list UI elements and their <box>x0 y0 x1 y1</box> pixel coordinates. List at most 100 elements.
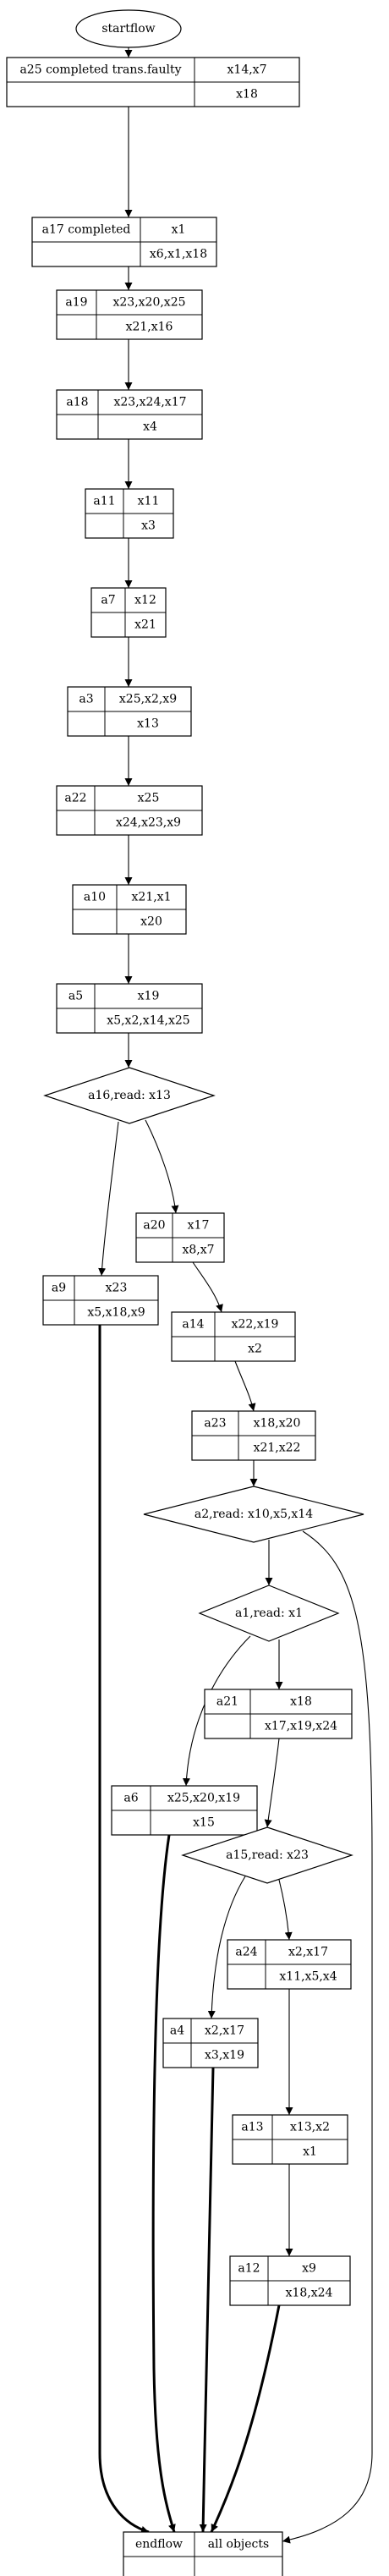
activity-node-label: a25 completed trans.faulty <box>19 63 181 77</box>
activity-node-read-vars: x18 <box>290 1695 312 1709</box>
edge-a15-to-a24 <box>278 1879 293 1941</box>
activity-node-write-vars: x13 <box>137 717 159 731</box>
activity-node-write-vars: x5,x2,x14,x25 <box>107 1014 189 1028</box>
activity-node-label: a23 <box>204 1417 226 1431</box>
activity-node-label: a19 <box>65 296 87 310</box>
activity-node-read-vars: x25,x20,x19 <box>167 1792 240 1805</box>
activity-node-a3: a3 x25,x2,x9 x13 <box>67 686 192 737</box>
activity-node-a5: a5 x19 x5,x2,x14,x25 <box>56 983 203 1034</box>
activity-node-label: a5 <box>68 990 83 1003</box>
activity-node-label: a18 <box>66 396 88 409</box>
start-node-shape <box>75 9 182 48</box>
decision-node-a2: a2,read: x10,x5,x14 <box>143 1486 364 1543</box>
activity-node-read-vars: x23,x20,x25 <box>112 296 185 310</box>
activity-node-label: a9 <box>52 1282 66 1295</box>
edge-a4-to-endflow <box>199 2067 215 2533</box>
decision-node-label: a16,read: x13 <box>88 1089 171 1102</box>
activity-node-label: a13 <box>241 2121 263 2134</box>
activity-node-read-vars: x22,x19 <box>232 1318 279 1332</box>
activity-node-write-vars: x21,x22 <box>254 1442 301 1455</box>
activity-node-read-vars: x18,x20 <box>254 1417 301 1431</box>
activity-node-label: a14 <box>182 1318 204 1332</box>
activity-node-label: a17 completed <box>42 223 131 237</box>
activity-node-a11: a11 x11 x3 <box>85 488 174 539</box>
activity-node-read-vars: x2,x17 <box>288 1946 328 1959</box>
decision-node-a1: a1,read: x1 <box>198 1585 340 1642</box>
activity-node-write-vars: x18,x24 <box>286 2287 333 2300</box>
activity-node-read-vars: x1 <box>172 223 186 237</box>
activity-node-label: a6 <box>123 1792 138 1805</box>
activity-node-write-vars: x21 <box>134 618 156 632</box>
activity-node-a25: a25 completed trans.faulty x14,x7 x18 <box>6 57 300 107</box>
activity-node-label: a3 <box>79 693 93 706</box>
activity-node-write-vars: x24,x23,x9 <box>116 816 181 830</box>
activity-node-write-vars: x15 <box>193 1816 215 1830</box>
end-node: endflow all objects <box>123 2531 283 2576</box>
activity-node-write-vars: x18 <box>236 88 258 102</box>
activity-node-a22: a22 x25 x24,x23,x9 <box>56 785 203 836</box>
decision-node-shape <box>143 1486 364 1543</box>
edge-a6-to-endflow <box>151 1834 176 2533</box>
activity-node-a14: a14 x22,x19 x2 <box>171 1311 296 1362</box>
edge-a15-to-a4 <box>207 1876 246 2019</box>
activity-node-a10: a10 x21,x1 x20 <box>72 884 187 935</box>
activity-node-a23: a23 x18,x20 x21,x22 <box>191 1410 316 1461</box>
activity-node-write-vars: x8,x7 <box>182 1244 214 1257</box>
activity-node-a17: a17 completed x1 x6,x1,x18 <box>31 217 217 267</box>
activity-node-label: a11 <box>93 495 115 508</box>
activity-node-write-vars: x5,x18,x9 <box>87 1306 145 1320</box>
activity-node-label: a21 <box>216 1695 238 1709</box>
activity-node-label: a10 <box>84 891 106 904</box>
start-node: startflow <box>75 9 182 48</box>
activity-node-write-vars: x3,x19 <box>205 2049 244 2062</box>
activity-node-label: a24 <box>235 1946 257 1959</box>
activity-node-label: a22 <box>64 792 86 805</box>
activity-node-a21: a21 x18 x17,x19,x24 <box>204 1689 353 1739</box>
activity-node-read-vars: x23,x24,x17 <box>113 396 186 409</box>
end-node-label: endflow <box>135 2538 183 2551</box>
edge-a12-to-endflow <box>210 2304 281 2533</box>
activity-node-write-vars: x20 <box>140 915 162 929</box>
activity-node-write-vars: x1 <box>303 2145 317 2159</box>
decision-node-shape <box>181 1826 353 1884</box>
decision-node-label: a2,read: x10,x5,x14 <box>194 1508 313 1521</box>
activity-node-write-vars: x2 <box>248 1343 262 1356</box>
edge-a14-to-a23 <box>234 1360 256 1412</box>
activity-node-write-vars: x6,x1,x18 <box>150 248 207 261</box>
activity-node-read-vars: x23 <box>106 1282 128 1295</box>
activity-node-write-vars: x17,x19,x24 <box>265 1720 337 1733</box>
decision-node-shape <box>198 1585 340 1642</box>
activity-node-read-vars: x19 <box>138 990 160 1003</box>
activity-node-write-vars: x3 <box>141 519 156 533</box>
activity-node-a6: a6 x25,x20,x19 x15 <box>111 1785 258 1836</box>
activity-node-a4: a4 x2,x17 x3,x19 <box>162 2018 259 2068</box>
edge-a16-to-a20 <box>145 1119 179 1214</box>
activity-node-a24: a24 x2,x17 x11,x5,x4 <box>227 1939 352 1990</box>
activity-node-read-vars: x25 <box>138 792 160 805</box>
activity-node-a9: a9 x23 x5,x18,x9 <box>42 1275 159 1326</box>
decision-node-a15: a15,read: x23 <box>181 1826 353 1884</box>
decision-node-shape <box>43 1067 216 1124</box>
start-node-label: startflow <box>101 22 155 36</box>
activity-node-write-vars: x4 <box>143 420 157 434</box>
decision-node-a16: a16,read: x13 <box>43 1067 216 1124</box>
end-node-objects: all objects <box>208 2538 269 2551</box>
activity-node-read-vars: x25,x2,x9 <box>119 693 177 706</box>
activity-node-label: a4 <box>170 2024 184 2038</box>
edges <box>98 47 373 2544</box>
edge-a9-to-endflow <box>98 1325 150 2534</box>
activity-node-read-vars: x2,x17 <box>205 2024 244 2038</box>
activity-node-write-vars: x11,x5,x4 <box>279 1970 337 1984</box>
edge-a21-to-a15 <box>264 1738 280 1828</box>
activity-node-label: a20 <box>143 1219 165 1233</box>
activity-node-read-vars: x9 <box>302 2262 316 2276</box>
nodes: startflow a25 completed trans.faulty x14,x… <box>6 9 364 2576</box>
activity-node-read-vars: x14,x7 <box>227 63 267 77</box>
edge-a16-to-a9 <box>98 1121 119 1277</box>
activity-node-read-vars: x21,x1 <box>132 891 172 904</box>
activity-node-read-vars: x11 <box>138 495 160 508</box>
